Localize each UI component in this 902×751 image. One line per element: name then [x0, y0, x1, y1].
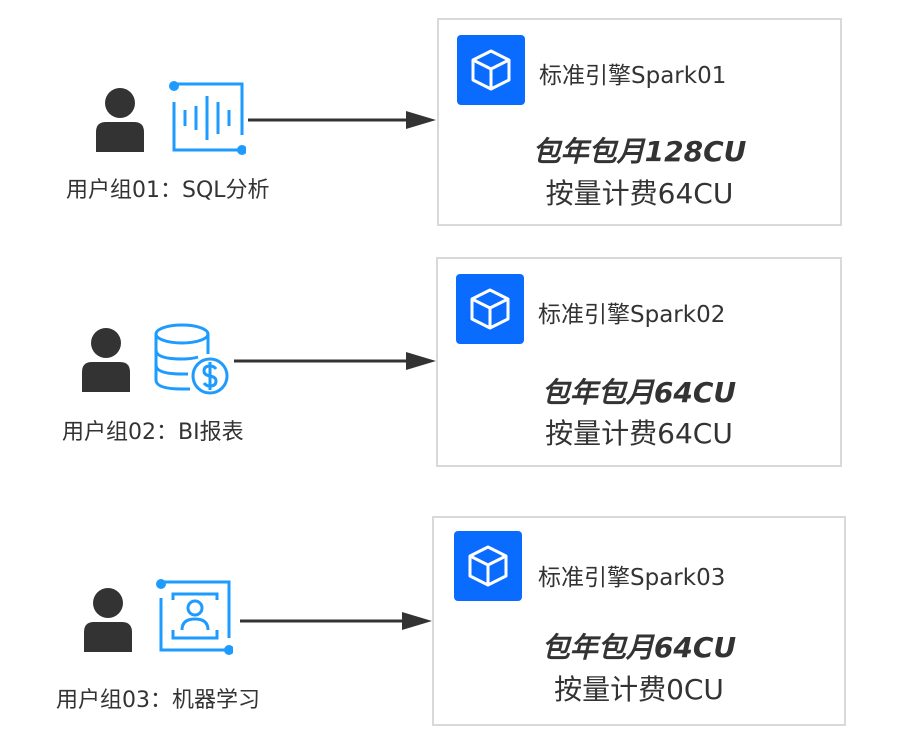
database-dollar-icon	[154, 323, 229, 395]
engine-name: 标准引擎Spark02	[538, 302, 726, 328]
user-icon	[96, 88, 144, 152]
cube-icon	[454, 531, 522, 601]
arrow-connector	[234, 352, 436, 370]
engine-name: 标准引擎Spark01	[539, 63, 727, 89]
user-portrait-frame-icon	[156, 579, 233, 655]
cube-icon	[456, 274, 524, 344]
arrow-connector	[248, 111, 436, 129]
cube-icon	[457, 35, 525, 105]
pay-as-you-go-cu: 按量计费0CU	[554, 673, 724, 706]
subscription-cu: 包年包月64CU	[541, 376, 737, 409]
arrow-connector	[240, 612, 432, 630]
engine-card[interactable]: 标准引擎Spark02 包年包月64CU 按量计费64CU	[436, 257, 842, 467]
engine-card[interactable]: 标准引擎Spark03 包年包月64CU 按量计费0CU	[432, 516, 846, 726]
user-group-label: 用户组02：BI报表	[62, 420, 244, 445]
pay-as-you-go-cu: 按量计费64CU	[545, 417, 733, 450]
user-group-label: 用户组01：SQL分析	[66, 178, 270, 203]
user-group-label: 用户组03：机器学习	[56, 688, 260, 713]
user-icon	[82, 328, 130, 392]
engine-name: 标准引擎Spark03	[538, 565, 726, 591]
engine-card[interactable]: 标准引擎Spark01 包年包月128CU 按量计费64CU	[437, 18, 842, 226]
sound-wave-frame-icon	[169, 81, 246, 155]
pay-as-you-go-cu: 按量计费64CU	[545, 177, 734, 210]
subscription-cu: 包年包月128CU	[532, 135, 747, 168]
subscription-cu: 包年包月64CU	[541, 631, 737, 664]
user-icon	[84, 588, 132, 652]
